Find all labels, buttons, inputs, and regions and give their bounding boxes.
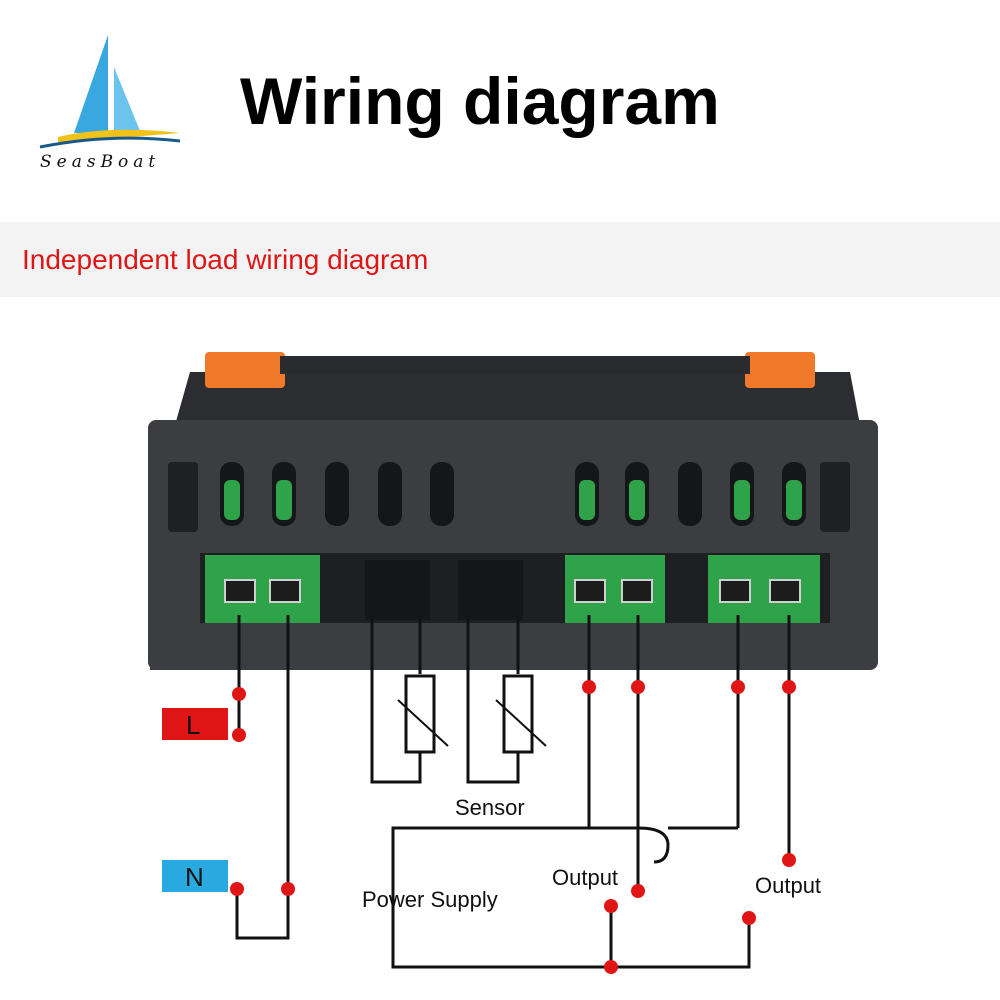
vent-left [168,462,198,532]
terminal-screws [224,579,801,603]
vent-slot-led [629,480,645,520]
connection-nodes [230,680,796,974]
wire-sensor2 [466,615,520,784]
L-tag-label: L [186,710,200,740]
page-title: Wiring diagram [240,64,720,138]
terminal-block-1 [205,555,320,623]
connection-node [631,680,645,694]
subtitle-bar: Independent load wiring diagram [0,222,1000,297]
connection-node [631,884,645,898]
terminal-screw [224,579,256,603]
sail-small [114,67,140,131]
vent-right [820,462,850,532]
mount-tab-left [205,352,285,388]
terminal-screw [769,579,801,603]
terminal-screw [621,579,653,603]
wires [235,615,791,969]
vent-slot [678,462,702,526]
connection-node [742,911,756,925]
connection-node [281,882,295,896]
L-tag [162,708,228,740]
wire-sensor1 [370,615,422,784]
vent-slot-led [786,480,802,520]
wiring-diagram: L N Sensor Power Supply Output Output [148,352,878,974]
output-label-2: Output [755,873,821,898]
connection-node [731,680,745,694]
sensor-label: Sensor [455,795,525,820]
vent-slot-led [734,480,750,520]
vent-slot [378,462,402,526]
vent-slots [220,462,806,526]
N-tag [162,860,228,892]
connection-node [604,960,618,974]
terminal-screw [269,579,301,603]
connection-node [604,899,618,913]
connection-node [782,853,796,867]
connection-node [232,687,246,701]
N-tag-label: N [185,862,204,892]
connection-node [582,680,596,694]
device-rail [280,356,750,374]
connection-node [782,680,796,694]
connection-node [230,882,244,896]
sensor-thermistor-1 [397,674,449,754]
vent-slot [325,462,349,526]
vent-slot-led [276,480,292,520]
wire-power-top [391,615,751,969]
sensor-thermistor-2 [495,674,547,754]
sail-large [74,35,108,133]
mount-tab-right [745,352,815,388]
device-foot-right [800,650,870,670]
connection-node [232,728,246,742]
wire-N-loop [235,615,290,940]
wave-line [39,136,181,149]
subtitle: Independent load wiring diagram [22,244,429,275]
vent-slot-led [579,480,595,520]
device-housing [148,420,878,670]
device-foot-left [150,650,220,670]
device-top-face [175,372,860,425]
vent-slot [430,462,454,526]
terminal-screw [574,579,606,603]
sensor-connector-1 [365,560,430,620]
output-label-1: Output [552,865,618,890]
vent-slot-led [224,480,240,520]
controller-device [148,352,878,670]
terminal-screw [719,579,751,603]
brand-logo [30,25,190,185]
wire-hop [637,826,670,864]
sensor-connector-2 [458,560,523,620]
logo-text: SeasBoat [40,152,161,172]
power-supply-label: Power Supply [362,887,498,912]
